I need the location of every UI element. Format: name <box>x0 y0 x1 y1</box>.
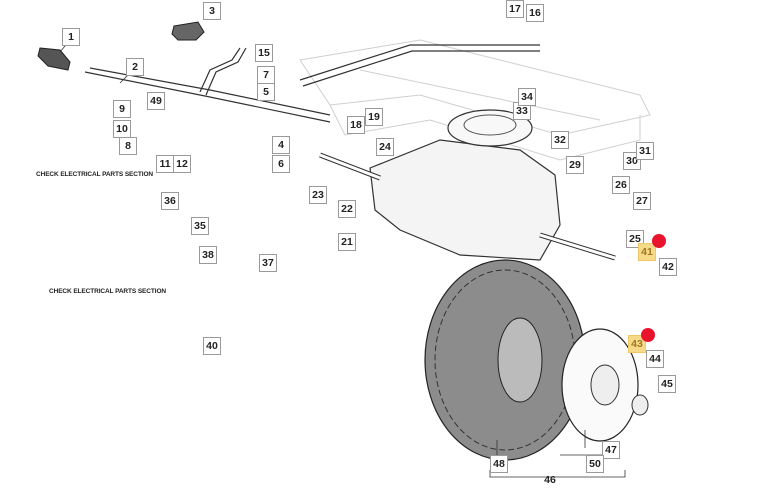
part-label-37[interactable]: 37 <box>259 254 277 272</box>
electrical-note-upper: CHECK ELECTRICAL PARTS SECTION <box>36 171 154 178</box>
part-label-46[interactable]: 46 <box>544 474 556 486</box>
part-label-50[interactable]: 50 <box>586 455 604 473</box>
selection-marker-41[interactable] <box>652 234 666 248</box>
part-label-47[interactable]: 47 <box>602 441 620 459</box>
part-label-35[interactable]: 35 <box>191 217 209 235</box>
part-label-21[interactable]: 21 <box>338 233 356 251</box>
part-label-41-highlighted[interactable]: 41 <box>638 243 656 261</box>
part-label-26[interactable]: 26 <box>612 176 630 194</box>
part-label-4[interactable]: 4 <box>272 136 290 154</box>
part-label-22[interactable]: 22 <box>338 200 356 218</box>
part-label-17[interactable]: 17 <box>506 0 524 18</box>
part-label-23[interactable]: 23 <box>309 186 327 204</box>
part-label-32[interactable]: 32 <box>551 131 569 149</box>
part-label-38[interactable]: 38 <box>199 246 217 264</box>
part-label-36[interactable]: 36 <box>161 192 179 210</box>
part-label-10[interactable]: 10 <box>113 120 131 138</box>
part-label-9[interactable]: 9 <box>113 100 131 118</box>
part-label-49[interactable]: 49 <box>147 92 165 110</box>
part-label-3[interactable]: 3 <box>203 2 221 20</box>
part-label-7[interactable]: 7 <box>257 66 275 84</box>
selection-marker-43[interactable] <box>641 328 655 342</box>
part-label-27[interactable]: 27 <box>633 192 651 210</box>
part-label-5[interactable]: 5 <box>257 83 275 101</box>
part-label-34[interactable]: 34 <box>518 88 536 106</box>
part-label-16[interactable]: 16 <box>526 4 544 22</box>
part-label-42[interactable]: 42 <box>659 258 677 276</box>
part-label-15[interactable]: 15 <box>255 44 273 62</box>
part-label-43-highlighted[interactable]: 43 <box>628 335 646 353</box>
part-label-29[interactable]: 29 <box>566 156 584 174</box>
part-label-2[interactable]: 2 <box>126 58 144 76</box>
wheel-rim <box>561 328 649 442</box>
rear-tire <box>424 259 586 461</box>
part-label-44[interactable]: 44 <box>646 350 664 368</box>
part-label-24[interactable]: 24 <box>376 138 394 156</box>
part-label-8[interactable]: 8 <box>119 137 137 155</box>
transmission-housing <box>319 109 616 261</box>
part-label-18[interactable]: 18 <box>347 116 365 134</box>
part-label-1[interactable]: 1 <box>62 28 80 46</box>
part-label-40[interactable]: 40 <box>203 337 221 355</box>
part-label-11[interactable]: 11 <box>156 155 174 173</box>
part-label-48[interactable]: 48 <box>490 455 508 473</box>
linkage-rods <box>84 44 540 123</box>
part-label-19[interactable]: 19 <box>365 108 383 126</box>
part-1-pedal-cover <box>37 47 71 71</box>
part-label-6[interactable]: 6 <box>272 155 290 173</box>
part-label-45[interactable]: 45 <box>658 375 676 393</box>
electrical-note-lower: CHECK ELECTRICAL PARTS SECTION <box>49 288 167 295</box>
part-3-pad <box>171 21 205 41</box>
part-label-31[interactable]: 31 <box>636 142 654 160</box>
part-label-12[interactable]: 12 <box>173 155 191 173</box>
